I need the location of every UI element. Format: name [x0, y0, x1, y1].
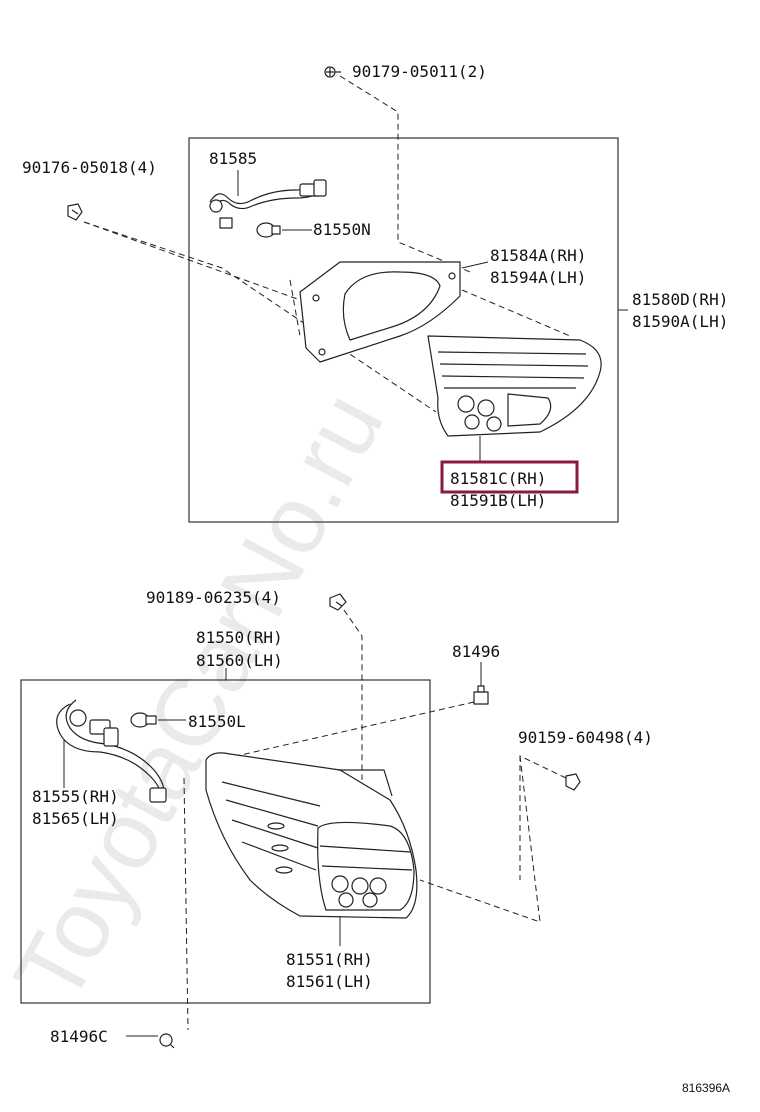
bulb-81550n-icon — [256, 222, 281, 238]
label-81551-rh[interactable]: 81551(RH) — [286, 950, 373, 969]
label-81580d-rh[interactable]: 81580D(RH) — [632, 290, 728, 309]
screw-90176-icon — [67, 203, 83, 221]
label-81581c-rh[interactable]: 81581C(RH) — [450, 469, 546, 488]
label-81585[interactable]: 81585 — [209, 149, 257, 168]
screw-90159-leader — [519, 755, 567, 880]
inner-lamp-81581c-icon — [427, 335, 602, 437]
screw-90159-icon — [565, 773, 581, 791]
label-90176-05018[interactable]: 90176-05018(4) — [22, 158, 157, 177]
bracket-to-lamp-dash — [461, 289, 571, 337]
screw-90176-leader-b — [83, 221, 437, 413]
label-81590a-lh[interactable]: 81590A(LH) — [632, 312, 728, 331]
clip-81496-icon — [473, 685, 489, 705]
upper-assembly-box — [188, 137, 619, 523]
tail-lamp-81551-icon — [205, 752, 418, 919]
label-81496[interactable]: 81496 — [452, 642, 500, 661]
highlight-81581c — [440, 460, 579, 494]
label-81550n[interactable]: 81550N — [313, 220, 371, 239]
label-81496c[interactable]: 81496C — [50, 1027, 108, 1046]
label-90159-60498[interactable]: 90159-60498(4) — [518, 728, 653, 747]
clip-81496-dash — [209, 701, 475, 763]
screw-90176-leader — [83, 221, 301, 301]
screw-90179-icon — [324, 66, 341, 78]
label-81561-lh[interactable]: 81561(LH) — [286, 972, 373, 991]
label-81594a-lh[interactable]: 81594A(LH) — [490, 268, 586, 287]
diagram-code: 816396A — [682, 1081, 730, 1095]
label-81584a-rh[interactable]: 81584A(RH) — [490, 246, 586, 265]
label-81560-lh[interactable]: 81560(LH) — [196, 651, 283, 670]
bulb-81550l-icon — [130, 712, 157, 728]
leader-81584a — [461, 261, 489, 269]
clip-81496c-icon — [159, 1033, 175, 1049]
screw-90179-leader — [339, 75, 471, 273]
label-81591b-lh[interactable]: 81591B(LH) — [450, 491, 546, 510]
label-81555-rh[interactable]: 81555(RH) — [32, 787, 119, 806]
bracket-81584a-icon — [299, 261, 461, 363]
lamp-clip-dash — [183, 777, 189, 1031]
socket-wire-81555-icon — [56, 699, 167, 803]
label-81565-lh[interactable]: 81565(LH) — [32, 809, 119, 828]
socket-wire-81585-icon — [209, 179, 327, 229]
watermark: ToyotaCarNo.ru — [0, 376, 404, 1020]
screw-90159-leader-b — [419, 755, 541, 923]
label-81550-rh[interactable]: 81550(RH) — [196, 628, 283, 647]
label-90179-05011[interactable]: 90179-05011(2) — [352, 62, 487, 81]
label-90189-06235[interactable]: 90189-06235(4) — [146, 588, 281, 607]
label-81550l[interactable]: 81550L — [188, 712, 246, 731]
bracket-dash — [289, 279, 301, 337]
screw-90189-icon — [329, 593, 347, 611]
screw-90189-leader — [343, 609, 363, 780]
